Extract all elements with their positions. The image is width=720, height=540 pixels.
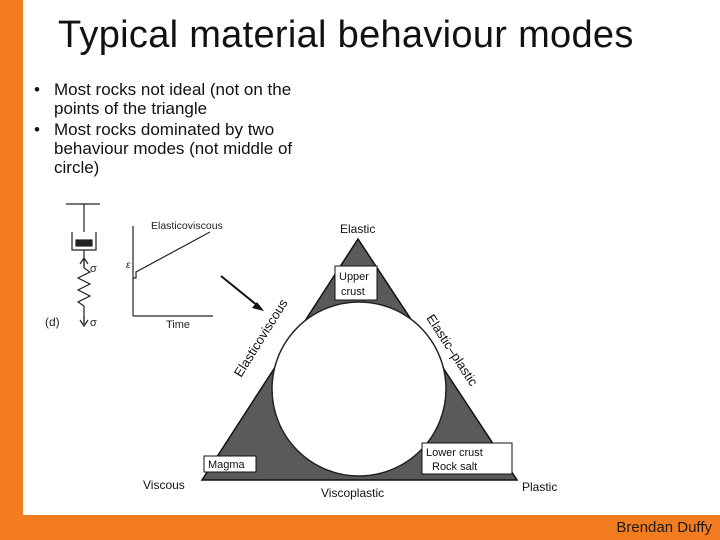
bullet-dot-icon: • — [34, 120, 40, 139]
graph-y-label: ε — [126, 260, 131, 271]
dashpot-piston — [75, 239, 93, 247]
lower-crust-box — [421, 442, 513, 475]
stress-arrow-down-icon — [79, 316, 89, 328]
magma-box — [203, 455, 257, 473]
behaviour-circle — [271, 301, 447, 477]
bullet-text: Most rocks dominated by two behaviour mo… — [54, 120, 293, 177]
lower-crust-label-line1: Lower crust — [426, 447, 483, 459]
spring-icon — [76, 267, 92, 307]
upper-crust-label-line2: crust — [341, 286, 365, 298]
sigma-top-label: σ — [90, 263, 97, 275]
sigma-bottom-label: σ — [90, 317, 97, 329]
magma-label: Magma — [208, 459, 246, 471]
edge-label-viscoplastic: Viscoplastic — [321, 486, 384, 500]
lower-crust-label-line2: Rock salt — [432, 461, 477, 473]
corner-label-plastic: Plastic — [522, 480, 557, 494]
bullet-dot-icon: • — [34, 80, 40, 99]
panel-label: (d) — [45, 315, 60, 329]
bullet-list: • Most rocks not ideal (not on the points… — [34, 80, 324, 179]
strain-curve — [133, 231, 211, 279]
spring-dashpot-model — [66, 203, 100, 328]
slide-title: Typical material behaviour modes — [58, 14, 634, 56]
corner-label-viscous: Viscous — [143, 478, 185, 492]
pointer-arrow-icon — [220, 275, 264, 311]
left-accent-bar — [0, 0, 23, 540]
bullet-item: • Most rocks dominated by two behaviour m… — [34, 120, 324, 177]
graph-title: Elasticoviscous — [151, 220, 223, 232]
stress-arrow-up-icon — [79, 256, 89, 268]
bullet-text: Most rocks not ideal (not on the points … — [54, 80, 292, 118]
graph-x-label: Time — [166, 319, 190, 331]
author-name: Brendan Duffy — [616, 519, 712, 536]
strain-time-graph — [132, 226, 213, 317]
upper-crust-box — [334, 265, 378, 301]
upper-crust-label-line1: Upper — [339, 271, 369, 283]
bullet-item: • Most rocks not ideal (not on the points… — [34, 80, 324, 118]
footer-bar — [0, 515, 720, 540]
corner-label-elastic: Elastic — [340, 222, 375, 236]
